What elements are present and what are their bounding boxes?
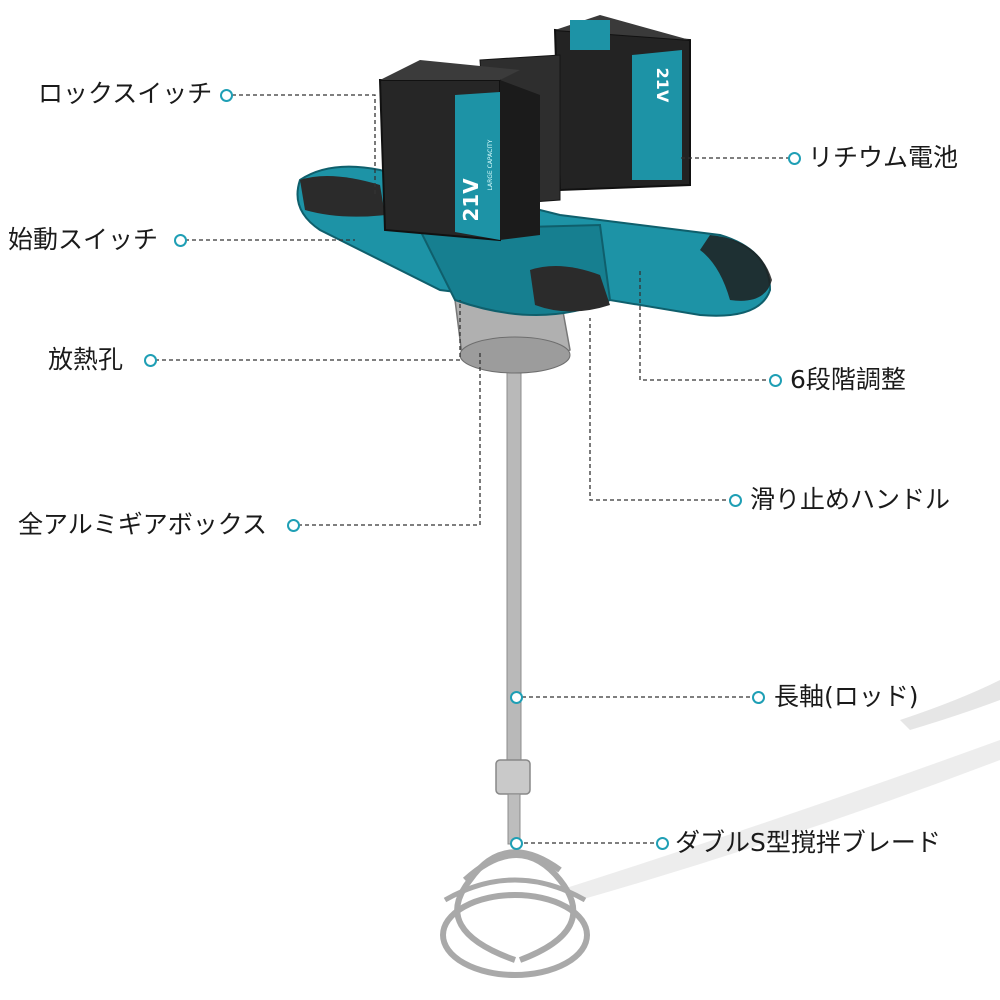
label-blade: ダブルS型撹拌ブレード (675, 828, 941, 857)
swoosh-streak (900, 680, 1000, 730)
marker-heat-vent (144, 354, 157, 367)
leader-speed (639, 270, 773, 381)
rod-coupling (495, 759, 531, 795)
grip-far (700, 235, 772, 301)
marker-lock-switch (220, 89, 233, 102)
leader-grip (589, 318, 733, 501)
label-grip: 滑り止めハンドル (750, 485, 951, 514)
marker-gearbox (287, 519, 300, 532)
label-heat-vent: 放熱孔 (48, 345, 124, 374)
marker-battery (788, 152, 801, 165)
double-s-blade (440, 849, 590, 978)
leader-heat-vent (155, 300, 461, 361)
leader-lock-switch (232, 94, 376, 195)
label-lock-switch: ロックスイッチ (38, 79, 213, 108)
swoosh-streak (560, 740, 1000, 900)
marker-grip (729, 494, 742, 507)
rod-shaft (506, 359, 522, 771)
marker-speed (769, 374, 782, 387)
battery-back: 21V (553, 15, 691, 192)
label-speed-adjust: 6段階調整 (790, 365, 906, 394)
grip-right (530, 266, 610, 312)
marker-rod-point (510, 691, 523, 704)
grip-left (300, 176, 385, 217)
marker-blade-point (510, 837, 523, 850)
label-start-switch: 始動スイッチ (8, 225, 159, 254)
battery-front-capacity: LARGE CAPACITY (487, 139, 494, 190)
battery-back-voltage: 21V (653, 68, 672, 103)
label-battery: リチウム電池 (808, 143, 959, 172)
marker-rod (752, 691, 765, 704)
leader-gearbox (298, 350, 481, 526)
label-gearbox: 全アルミギアボックス (18, 510, 268, 539)
marker-blade (656, 837, 669, 850)
label-rod: 長軸(ロッド) (774, 682, 919, 711)
battery-front-voltage: 21V (459, 178, 483, 222)
battery-front: 21V LARGE CAPACITY (378, 60, 540, 242)
gearbox-bottom (459, 336, 571, 374)
marker-start-switch (174, 234, 187, 247)
